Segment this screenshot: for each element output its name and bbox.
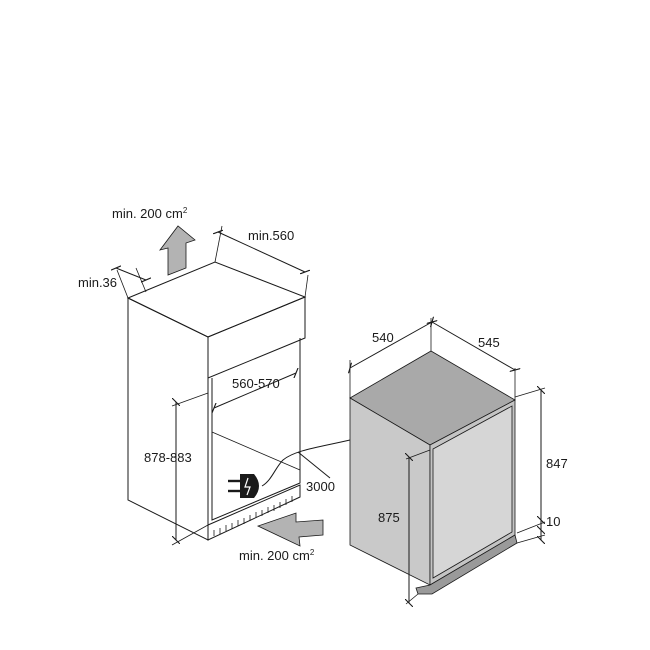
height-front-label: 875 (378, 510, 400, 525)
plug-icon (228, 474, 259, 498)
depth-label: 545 (478, 335, 500, 350)
vent-bottom-label: min. 200 cm2 (239, 548, 315, 563)
appliance-door (432, 405, 513, 579)
dim-foot (516, 520, 546, 543)
dim-niche-height (171, 392, 209, 546)
niche-front-band (207, 296, 306, 379)
cable-length-label: 3000 (306, 479, 335, 494)
niche-width-label: 560-570 (232, 376, 280, 391)
arrow-in-icon (256, 512, 324, 547)
min-width-label: min.560 (248, 228, 294, 243)
appliance (349, 350, 518, 595)
dim-height-total (514, 388, 546, 533)
dim-depth (432, 322, 515, 400)
dim-niche-width (214, 373, 296, 408)
arrow-up-icon (159, 225, 196, 276)
niche-left-side (127, 297, 209, 541)
vent-top-label: min. 200 cm2 (112, 206, 188, 221)
plinth-grille (213, 496, 293, 536)
niche-height-label: 878-883 (144, 450, 192, 465)
niche-cabinet (126, 261, 307, 541)
niche-opening (211, 338, 301, 521)
dim-min-depth (116, 268, 146, 299)
foot-label: 10 (546, 514, 560, 529)
power-cable (261, 439, 351, 487)
min-depth-label: min.36 (78, 275, 117, 290)
height-total-label: 847 (546, 456, 568, 471)
dim-height-front (406, 449, 431, 604)
width-label: 540 (372, 330, 394, 345)
niche-plinth (207, 484, 301, 541)
niche-top (126, 261, 307, 338)
dim-min-width (215, 225, 308, 298)
